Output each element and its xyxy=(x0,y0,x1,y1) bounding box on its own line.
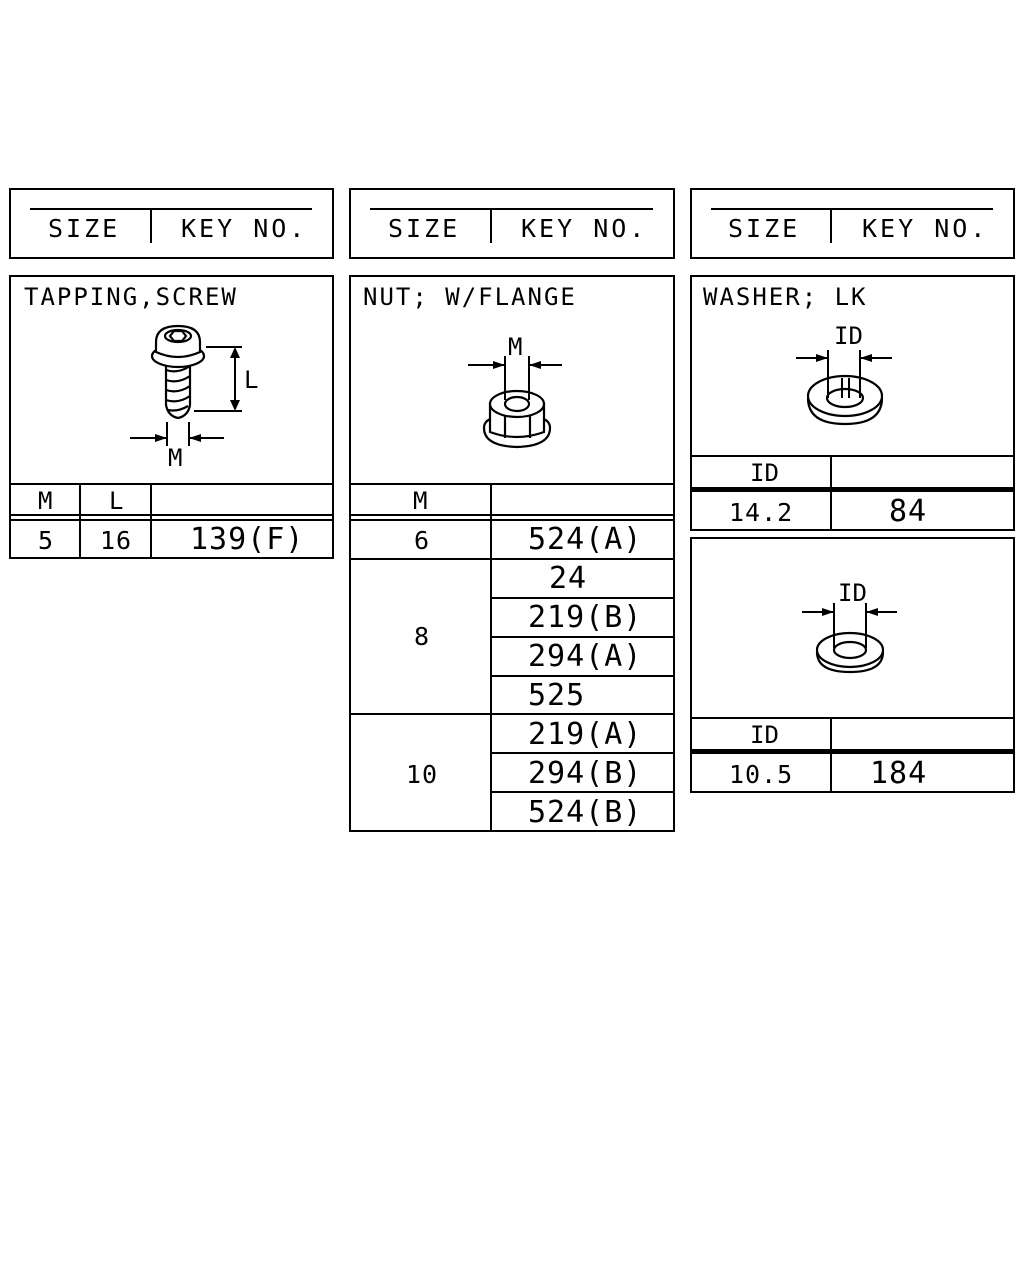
header-divider xyxy=(830,208,832,243)
header-box-nut xyxy=(349,188,675,259)
washer-lk-title: WASHER; LK xyxy=(703,283,868,311)
row-rule xyxy=(490,636,675,638)
nut-m-value: 6 xyxy=(414,526,431,555)
col-divider xyxy=(830,455,832,531)
col-m-header: M xyxy=(413,487,428,515)
row-rule xyxy=(490,597,675,599)
screw-title: TAPPING,SCREW xyxy=(24,283,238,311)
nut-key-no: 294(B) xyxy=(528,756,643,791)
screw-dim-m: M xyxy=(168,444,183,472)
washer-key-no: 184 xyxy=(870,756,928,791)
row-rule xyxy=(490,752,675,754)
washer-dim-id: ID xyxy=(838,579,867,607)
table-double-rule xyxy=(9,514,334,516)
table-double-rule xyxy=(349,514,675,516)
header-box-washer xyxy=(690,188,1015,259)
table-rule xyxy=(9,483,334,485)
header-box-screw xyxy=(9,188,334,259)
col-l-header: L xyxy=(109,487,124,515)
washer-id-value: 10.5 xyxy=(729,760,794,789)
table-rule xyxy=(690,455,1015,457)
table-thick-rule xyxy=(690,487,1015,492)
washer-lk-key-no: 84 xyxy=(889,494,928,529)
size-header: SIZE xyxy=(388,214,461,243)
header-rule xyxy=(370,208,653,210)
size-header: SIZE xyxy=(728,214,801,243)
header-divider xyxy=(490,208,492,243)
nut-m-value: 8 xyxy=(414,622,431,651)
col-divider xyxy=(79,483,81,559)
nut-key-no: 219(B) xyxy=(528,600,643,635)
nut-panel xyxy=(349,275,675,832)
group-rule xyxy=(349,558,675,560)
table-rule xyxy=(349,483,675,485)
row-rule xyxy=(490,791,675,793)
screw-dim-l: L xyxy=(244,366,259,394)
washer-lk-dim-id: ID xyxy=(834,322,863,350)
nut-title: NUT; W/FLANGE xyxy=(363,283,577,311)
washer-panel xyxy=(690,537,1015,793)
header-rule xyxy=(711,208,993,210)
group-rule xyxy=(349,713,675,715)
header-rule xyxy=(30,208,312,210)
key-no-header: KEY NO. xyxy=(521,214,648,243)
row-rule xyxy=(490,675,675,677)
screw-panel xyxy=(9,275,334,559)
key-no-header: KEY NO. xyxy=(862,214,989,243)
col-m-header: M xyxy=(38,487,53,515)
col-divider xyxy=(150,483,152,559)
screw-m-value: 5 xyxy=(38,526,55,555)
nut-key-no: 24 xyxy=(549,561,588,596)
table-thick-rule xyxy=(690,749,1015,754)
key-no-header: KEY NO. xyxy=(181,214,308,243)
nut-key-no: 524(A) xyxy=(528,522,643,557)
screw-key-no: 139(F) xyxy=(190,522,305,557)
table-double-rule xyxy=(9,519,334,521)
nut-m-value: 10 xyxy=(406,760,439,789)
nut-key-no: 525 xyxy=(528,678,586,713)
col-id-header: ID xyxy=(750,459,779,487)
screw-l-value: 16 xyxy=(100,526,133,555)
washer-lk-panel xyxy=(690,275,1015,531)
nut-key-no: 294(A) xyxy=(528,639,643,674)
table-double-rule xyxy=(349,519,675,521)
col-id-header: ID xyxy=(750,721,779,749)
col-divider xyxy=(830,717,832,793)
nut-key-no: 219(A) xyxy=(528,717,643,752)
nut-key-no: 524(B) xyxy=(528,795,643,830)
header-divider xyxy=(150,208,152,243)
washer-lk-id-value: 14.2 xyxy=(729,498,794,527)
table-rule xyxy=(690,717,1015,719)
size-header: SIZE xyxy=(48,214,121,243)
col-divider xyxy=(490,483,492,832)
nut-dim-m: M xyxy=(508,333,523,361)
